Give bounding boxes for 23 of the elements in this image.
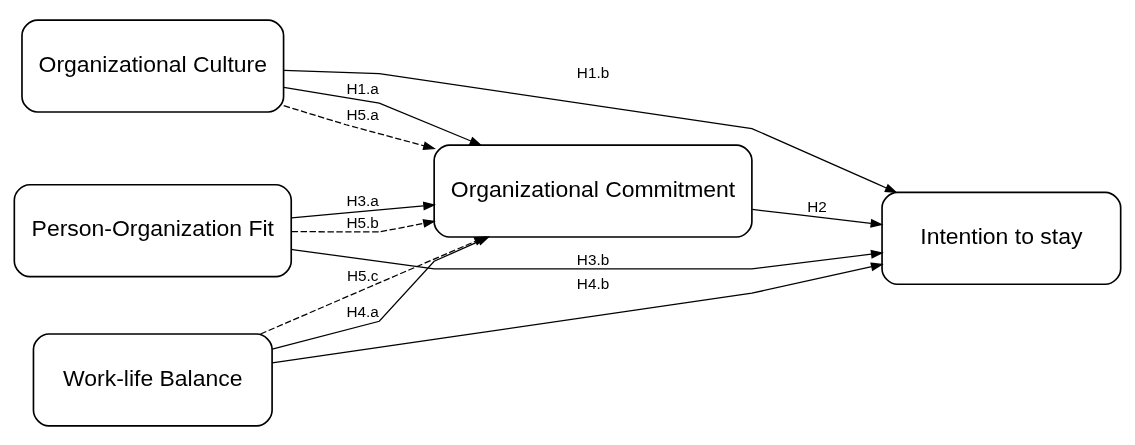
edge-label: H5.a — [346, 105, 379, 123]
node-box: Work-life Balance — [32, 332, 273, 427]
arrow — [751, 208, 884, 228]
edge-label: H2 — [807, 197, 827, 215]
arrow — [291, 248, 884, 270]
arrow — [283, 104, 436, 150]
arrow — [283, 86, 483, 146]
arrow — [290, 201, 437, 218]
edge-label: H5.b — [346, 213, 379, 231]
arrow — [283, 69, 898, 193]
node-box: Organizational Commitment — [433, 143, 753, 238]
edge-label: H1.b — [576, 63, 610, 81]
edge-label: H3.a — [346, 191, 379, 209]
node-box: Person-Organization Fit — [13, 183, 293, 277]
edge-label: H4.b — [576, 274, 610, 292]
edge-label: H5.c — [346, 266, 379, 284]
arrow — [290, 218, 436, 233]
node-box: Intention to stay — [881, 191, 1122, 285]
edge-label: H3.b — [576, 250, 610, 268]
edge-label: H4.a — [346, 302, 379, 320]
edge-label: H1.a — [346, 79, 379, 97]
node-box: Organizational Culture — [21, 18, 285, 113]
arrow — [271, 261, 884, 363]
